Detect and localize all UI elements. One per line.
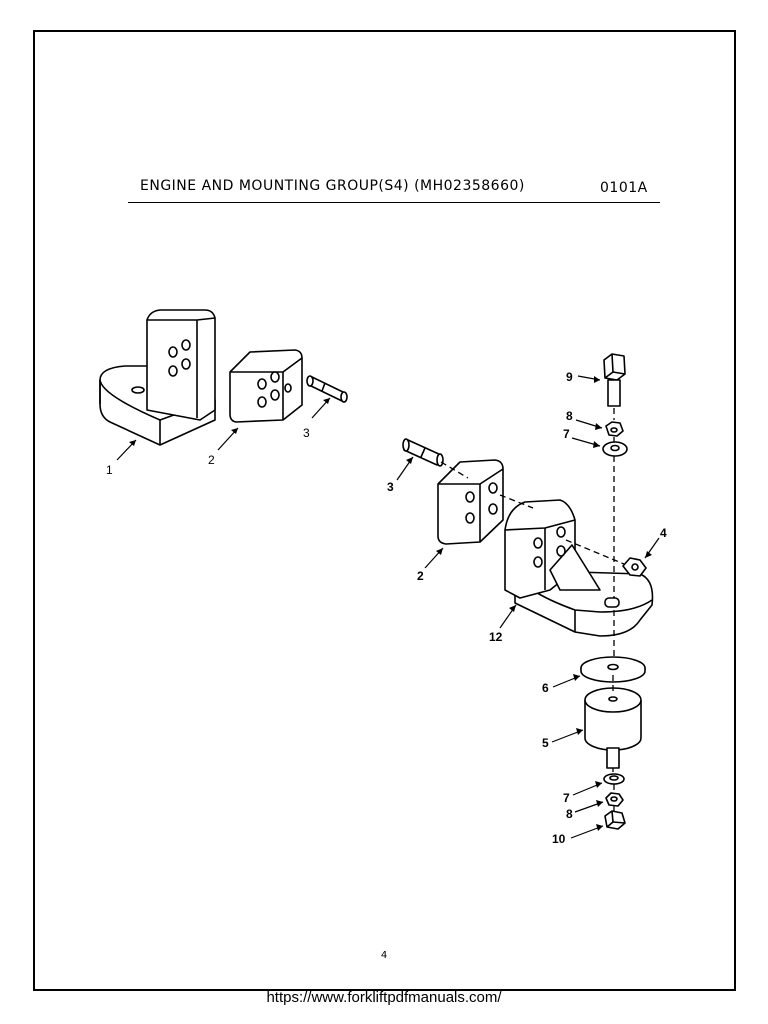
part-2-block-right <box>437 459 504 545</box>
part-9-bolt <box>603 353 626 407</box>
callout-2: 2 <box>208 453 215 467</box>
page-title: ENGINE AND MOUNTING GROUP(S4) (MH0235866… <box>140 178 525 194</box>
part-8-nut-top <box>605 421 624 437</box>
callout-8-bottom: 8 <box>566 807 573 821</box>
part-3-pin <box>306 375 348 403</box>
title-underline <box>128 202 660 203</box>
callout-6: 6 <box>542 681 549 695</box>
part-5-mount <box>584 687 642 769</box>
callout-12: 12 <box>489 630 503 644</box>
callout-1: 1 <box>106 463 113 477</box>
callout-9: 9 <box>566 370 573 384</box>
callout-3: 3 <box>303 426 310 440</box>
part-10-nut <box>604 810 626 830</box>
callout-8-top: 8 <box>566 409 573 423</box>
page-number: 4 <box>380 950 388 961</box>
part-4-nut <box>622 557 647 577</box>
callout-5: 5 <box>542 736 549 750</box>
part-8-nut-bottom <box>605 792 624 807</box>
callout-3-right: 3 <box>387 480 394 494</box>
page-border <box>33 30 736 991</box>
part-7-washer-bottom <box>603 773 625 785</box>
footer-url[interactable]: https://www.forkliftpdfmanuals.com/ <box>266 989 502 1006</box>
part-1-bracket <box>99 309 216 446</box>
callout-10: 10 <box>552 832 566 846</box>
part-7-washer-top <box>602 441 628 457</box>
part-2-block <box>229 349 303 423</box>
part-3-pin-right <box>402 438 444 467</box>
part-12-bracket-right <box>504 499 654 637</box>
figure-code: 0101A <box>600 180 648 196</box>
callout-2-right: 2 <box>417 569 424 583</box>
callout-4: 4 <box>660 526 667 540</box>
callout-7-bottom: 7 <box>563 791 570 805</box>
callout-7-top: 7 <box>563 427 570 441</box>
